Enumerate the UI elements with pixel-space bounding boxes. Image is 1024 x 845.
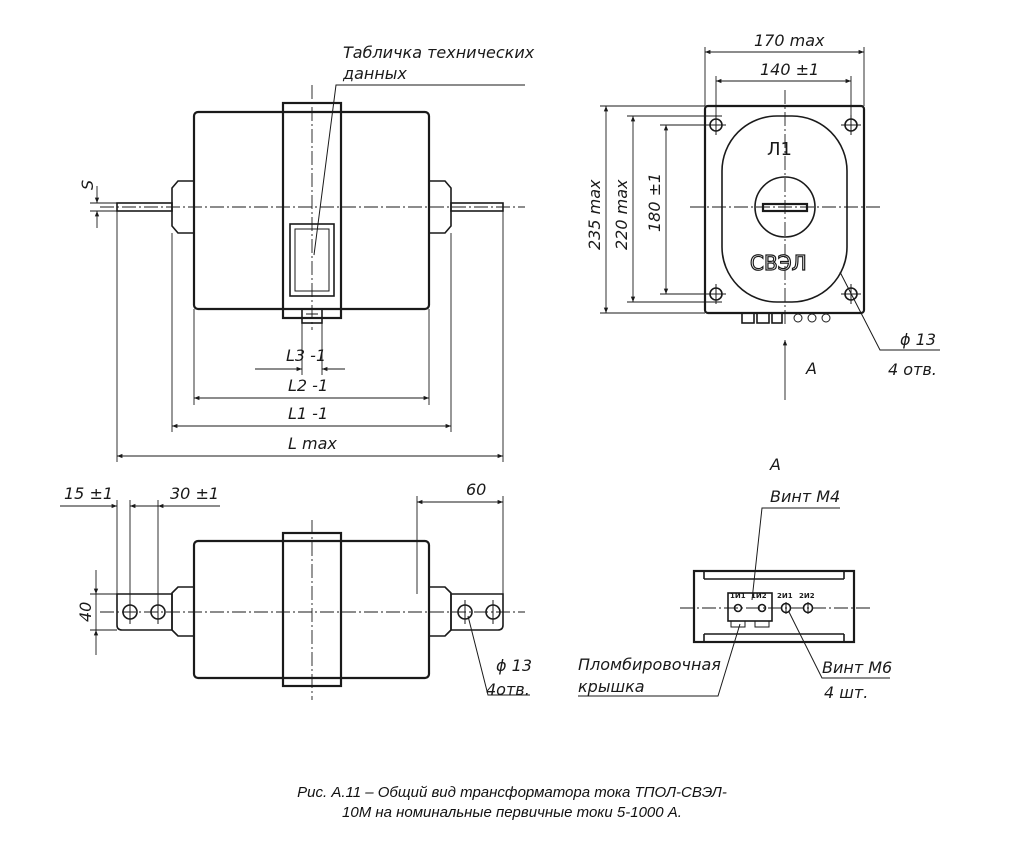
view-a-housing [692,569,856,644]
left-bus-bar [116,593,173,631]
terminal-1i2: 1И2 [751,592,767,600]
side-cast-body [721,115,848,303]
primary-bushing-ring [754,176,816,238]
dim-180: 180 ±1 [645,173,664,232]
terminal-1i1: 1И1 [730,592,746,600]
bottom-hole-line2: 4отв. [486,680,530,699]
seal-cover [727,592,773,622]
transformer-body [192,110,431,311]
view-arrow-label: A [805,359,817,378]
dim-30: 30 ±1 [170,484,219,503]
terminal-2i1: 2И1 [777,592,793,600]
screw-m6-leader [788,611,890,679]
dim-15: 15 ±1 [64,484,113,503]
caption-line2: 10М на номинальные первичные токи 5-1000… [342,804,682,821]
svel-logo: СВЭЛ [750,251,807,275]
dim-235: 235 max [585,179,604,250]
technical-drawing: Табличка технических данных S L3 -1 L2 -… [60,31,940,702]
dim-l2: L2 -1 [288,376,328,395]
top-body [192,539,431,680]
terminal-mark-l1: Л1 [767,139,792,160]
front-view: Табличка технических данных S L3 -1 L2 -… [78,43,535,462]
hole-label-line1: ϕ 13 [900,330,936,349]
side-view: Л1 СВЭЛ 170 max 140 ±1 235 max 220 max 1… [585,31,940,400]
bottom-hole-line1: ϕ 13 [496,656,532,675]
seal-cover-line2: крышка [578,677,645,696]
screw-m6-line1: Винт М6 [822,658,892,677]
top-view: 15 ±1 30 ±1 60 40 ϕ 13 4отв. [60,480,532,700]
hole-label-line2: 4 отв. [888,360,937,379]
nameplate-label-line1: Табличка технических [343,43,535,62]
dim-140: 140 ±1 [760,60,819,79]
hole-leader [839,271,940,351]
dim-60: 60 [466,480,486,499]
nameplate-inner [294,228,330,292]
seal-cover-leader [578,623,741,697]
view-a: A 1И1 1И2 2И1 2И2 Винт М4 Винт М6 4 шт. … [578,455,892,702]
dim-l3: L3 -1 [286,346,326,365]
dim-s: S [78,180,97,190]
dim-170: 170 max [754,31,825,50]
dim-lmax: L max [288,434,337,453]
terminal-2i2: 2И2 [799,592,815,600]
seal-cover-line1: Пломбировочная [578,655,721,674]
view-a-title: A [769,455,781,474]
dim-l1: L1 -1 [288,404,328,423]
screw-m6-line2: 4 шт. [824,683,868,702]
nameplate-leader [313,84,525,256]
dim-40: 40 [76,602,95,622]
nameplate-label-line2: данных [342,64,407,83]
screw-m4-label: Винт М4 [770,487,840,506]
caption-line1: Рис. А.11 – Общий вид трансформатора ток… [297,784,727,801]
figure-caption: Рис. А.11 – Общий вид трансформатора ток… [0,783,1024,823]
screw-m4-leader [751,507,840,601]
right-bus-bar [450,593,504,631]
side-housing [703,104,866,315]
dim-220: 220 max [612,179,631,250]
bottom-hole-leader [467,615,530,696]
